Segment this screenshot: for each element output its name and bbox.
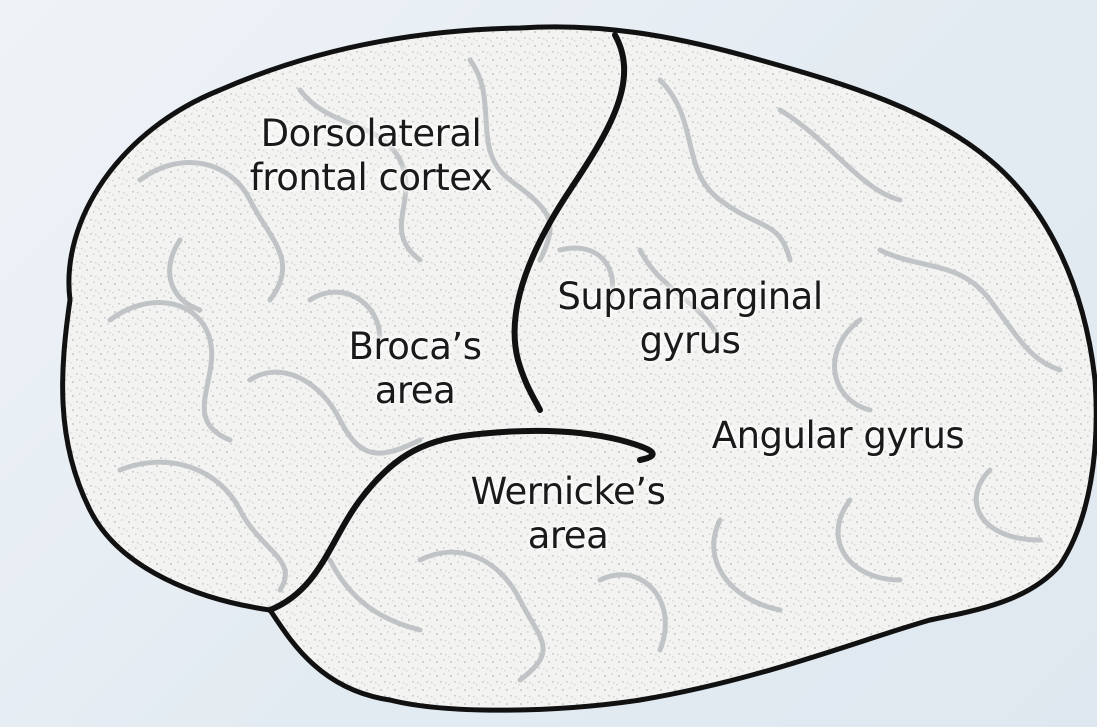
- label-supramarginal-line1: Supramarginal: [545, 275, 835, 319]
- label-dorsolateral-line2: frontal cortex: [226, 156, 516, 200]
- label-angular-gyrus: Angular gyrus: [698, 414, 978, 458]
- label-broca-line1: Broca’s: [330, 325, 500, 369]
- label-wernicke-line2: area: [448, 514, 688, 558]
- label-supramarginal-line2: gyrus: [545, 319, 835, 363]
- label-brocas-area: Broca’s area: [330, 325, 500, 413]
- label-wernicke-line1: Wernicke’s: [448, 470, 688, 514]
- label-supramarginal-gyrus: Supramarginal gyrus: [545, 275, 835, 363]
- label-dorsolateral-line1: Dorsolateral: [226, 112, 516, 156]
- label-broca-line2: area: [330, 369, 500, 413]
- label-dorsolateral-frontal-cortex: Dorsolateral frontal cortex: [226, 112, 516, 200]
- brain-outline: [63, 27, 1097, 710]
- label-wernickes-area: Wernicke’s area: [448, 470, 688, 558]
- label-angular-line1: Angular gyrus: [698, 414, 978, 458]
